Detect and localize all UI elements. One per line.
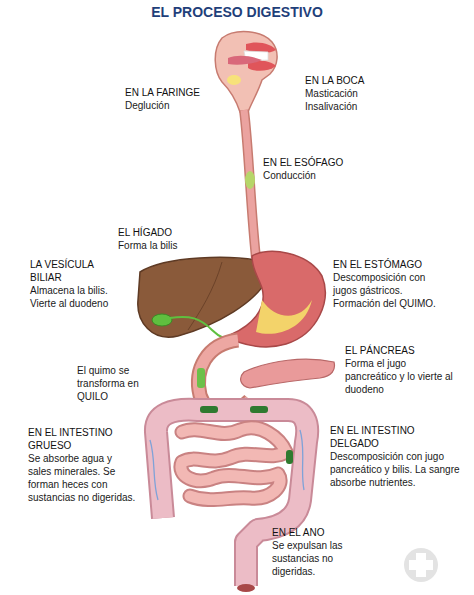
feces [250,406,268,413]
stage-description: Forma la bilis [118,239,228,252]
stage-heading: LA VESÍCULA BILIAR [30,258,120,284]
esophagus-outline [244,110,256,258]
pancreas [241,359,335,388]
stage-description: Se absorbe agua y sales minerales. Se fo… [28,452,136,504]
stage-heading: EN EL INTESTINO DELGADO [330,424,440,450]
stage-heading: EN EL ESÓFAGO [263,156,373,169]
stage-description: Forma el jugo pancreático y lo vierte al… [345,357,455,396]
gastric-chyme [256,300,312,334]
liver-lobe-line [188,262,222,330]
stage-heading: EL HÍGADO [118,226,228,239]
small-intestine [181,428,286,500]
gallbladder [152,314,172,326]
stomach [232,251,325,347]
watermark-cross [409,553,433,577]
stage-description: Conducción [263,169,373,182]
esophagus [244,110,256,258]
bolus [227,75,241,85]
stage-description: El quimo se transforma en QUILO [77,364,157,403]
stage-heading: EN EL INTESTINO GRUESO [28,426,128,452]
anus [237,584,255,592]
stage-heading: EN LA BOCA [305,74,415,87]
stage-description: Descomposición con jugo pancreático y bi… [330,450,460,489]
stage-heading: EN EL ANO [272,526,382,539]
tongue [228,56,262,65]
stage-description: Deglución [125,99,215,112]
small-intestine-outline [181,428,286,500]
chyle [197,368,205,388]
stage-heading: EN LA FARINGE [125,86,215,99]
diagram-title: EL PROCESO DIGESTIVO [0,4,474,20]
stage-description: Descomposición con jugos gástricos. Form… [333,271,441,310]
bolus [245,171,255,189]
mouth-cavity [215,32,277,112]
stage-heading: EL PÁNCREAS [345,344,463,357]
chyle [286,450,293,464]
watermark [404,548,438,582]
stage-description: Almacena la bilis. Vierte al duodeno [30,284,130,310]
stage-heading: EN EL ESTÓMAGO [333,258,458,271]
stage-description: Se expulsan las sustancias no digeridas. [272,539,362,578]
feces [200,406,218,413]
stage-description: Masticación Insalivación [305,87,375,113]
